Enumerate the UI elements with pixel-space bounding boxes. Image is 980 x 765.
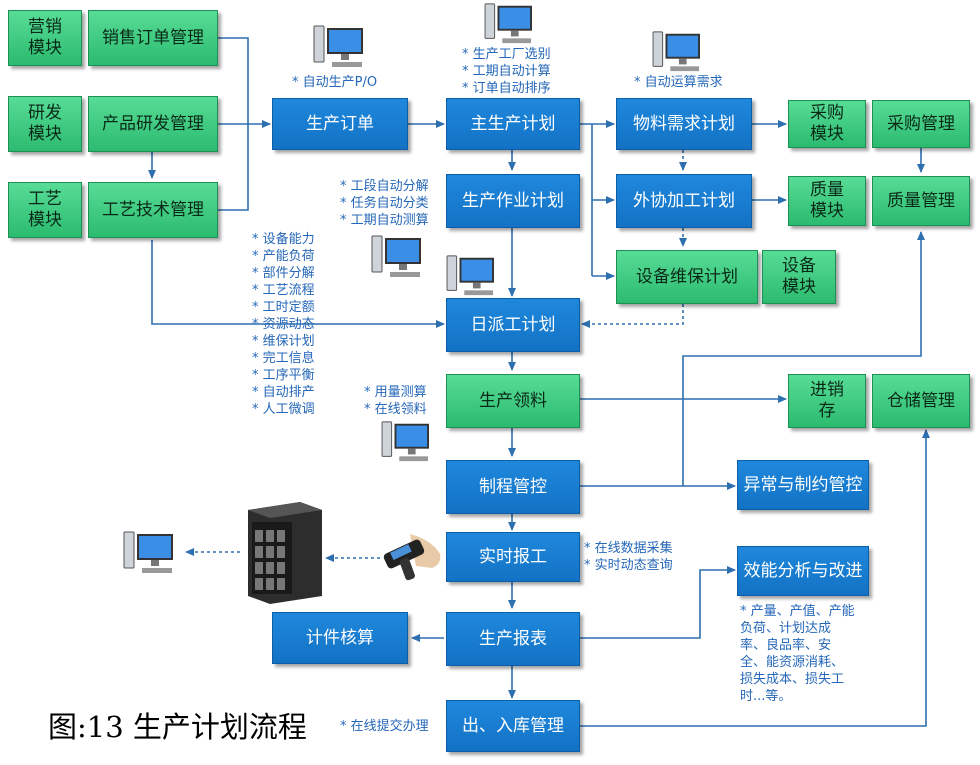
note-material-pick: * 用量测算 * 在线领料: [364, 385, 427, 417]
computer-icon: [652, 31, 700, 72]
sales-module[interactable]: 营销 模块: [8, 10, 82, 66]
exception-control-box[interactable]: 异常与制约管控: [737, 460, 869, 510]
purchase-mgmt-box[interactable]: 采购管理: [872, 100, 970, 148]
note-mrp: * 自动运算需求: [634, 75, 723, 90]
computer-icon: [123, 531, 173, 573]
maintenance-plan-box[interactable]: 设备维保计划: [616, 250, 758, 304]
equipment-module[interactable]: 设备 模块: [762, 250, 836, 304]
quality-module[interactable]: 质量 模块: [788, 176, 866, 226]
dispatch-plan-box[interactable]: 日派工计划: [446, 298, 580, 352]
craft-module[interactable]: 工艺 模块: [8, 182, 82, 238]
inventory-module[interactable]: 进销 存: [788, 374, 866, 428]
material-plan-box[interactable]: 物料需求计划: [616, 98, 752, 150]
craft-tech-box[interactable]: 工艺技术管理: [88, 182, 218, 238]
production-order-box[interactable]: 生产订单: [272, 98, 408, 150]
note-submit: * 在线提交办理: [340, 719, 429, 734]
note-realtime: * 在线数据采集 * 实时动态查询: [584, 541, 673, 573]
note-work-plan: * 工段自动分解 * 任务自动分类 * 工期自动测算: [340, 179, 429, 228]
rnd-module[interactable]: 研发 模块: [8, 96, 82, 152]
computer-icon: [313, 25, 363, 67]
computer-icon: [381, 421, 429, 462]
server-icon: [248, 502, 322, 604]
note-po-auto: * 自动生产P/O: [292, 75, 378, 90]
efficiency-box[interactable]: 效能分析与改进: [737, 546, 869, 596]
work-plan-box[interactable]: 生产作业计划: [446, 174, 580, 228]
computer-icon: [446, 255, 494, 296]
handheld-scanner-icon: [383, 534, 441, 581]
material-pick-box[interactable]: 生产领料: [446, 374, 580, 428]
product-rnd-box[interactable]: 产品研发管理: [88, 96, 218, 152]
realtime-report-box[interactable]: 实时报工: [446, 532, 580, 582]
note-dispatch-list: * 设备能力 * 产能负荷 * 部件分解 * 工艺流程 * 工时定额 * 资源动…: [252, 232, 315, 417]
master-plan-box[interactable]: 主生产计划: [446, 98, 580, 150]
warehouse-mgmt-box[interactable]: 仓储管理: [872, 374, 970, 428]
warehouse-io-box[interactable]: 出、入库管理: [446, 700, 580, 752]
figure-title: 图:13 生产计划流程: [48, 710, 307, 744]
piece-rate-box[interactable]: 计件核算: [272, 612, 408, 664]
outsource-plan-box[interactable]: 外协加工计划: [616, 174, 752, 228]
computer-icon: [371, 235, 421, 277]
sales-order-box[interactable]: 销售订单管理: [88, 10, 218, 66]
quality-mgmt-box[interactable]: 质量管理: [872, 176, 970, 226]
purchase-module[interactable]: 采购 模块: [788, 100, 866, 148]
note-efficiency: * 产量、产值、产能 负荷、计划达成 率、良品率、安 全、能资源消耗、 损失成本…: [740, 604, 855, 704]
production-report-box[interactable]: 生产报表: [446, 612, 580, 666]
computer-icon: [484, 3, 532, 44]
note-master-plan: * 生产工厂选别 * 工期自动计算 * 订单自动排序: [462, 47, 551, 96]
process-control-box[interactable]: 制程管控: [446, 460, 580, 514]
